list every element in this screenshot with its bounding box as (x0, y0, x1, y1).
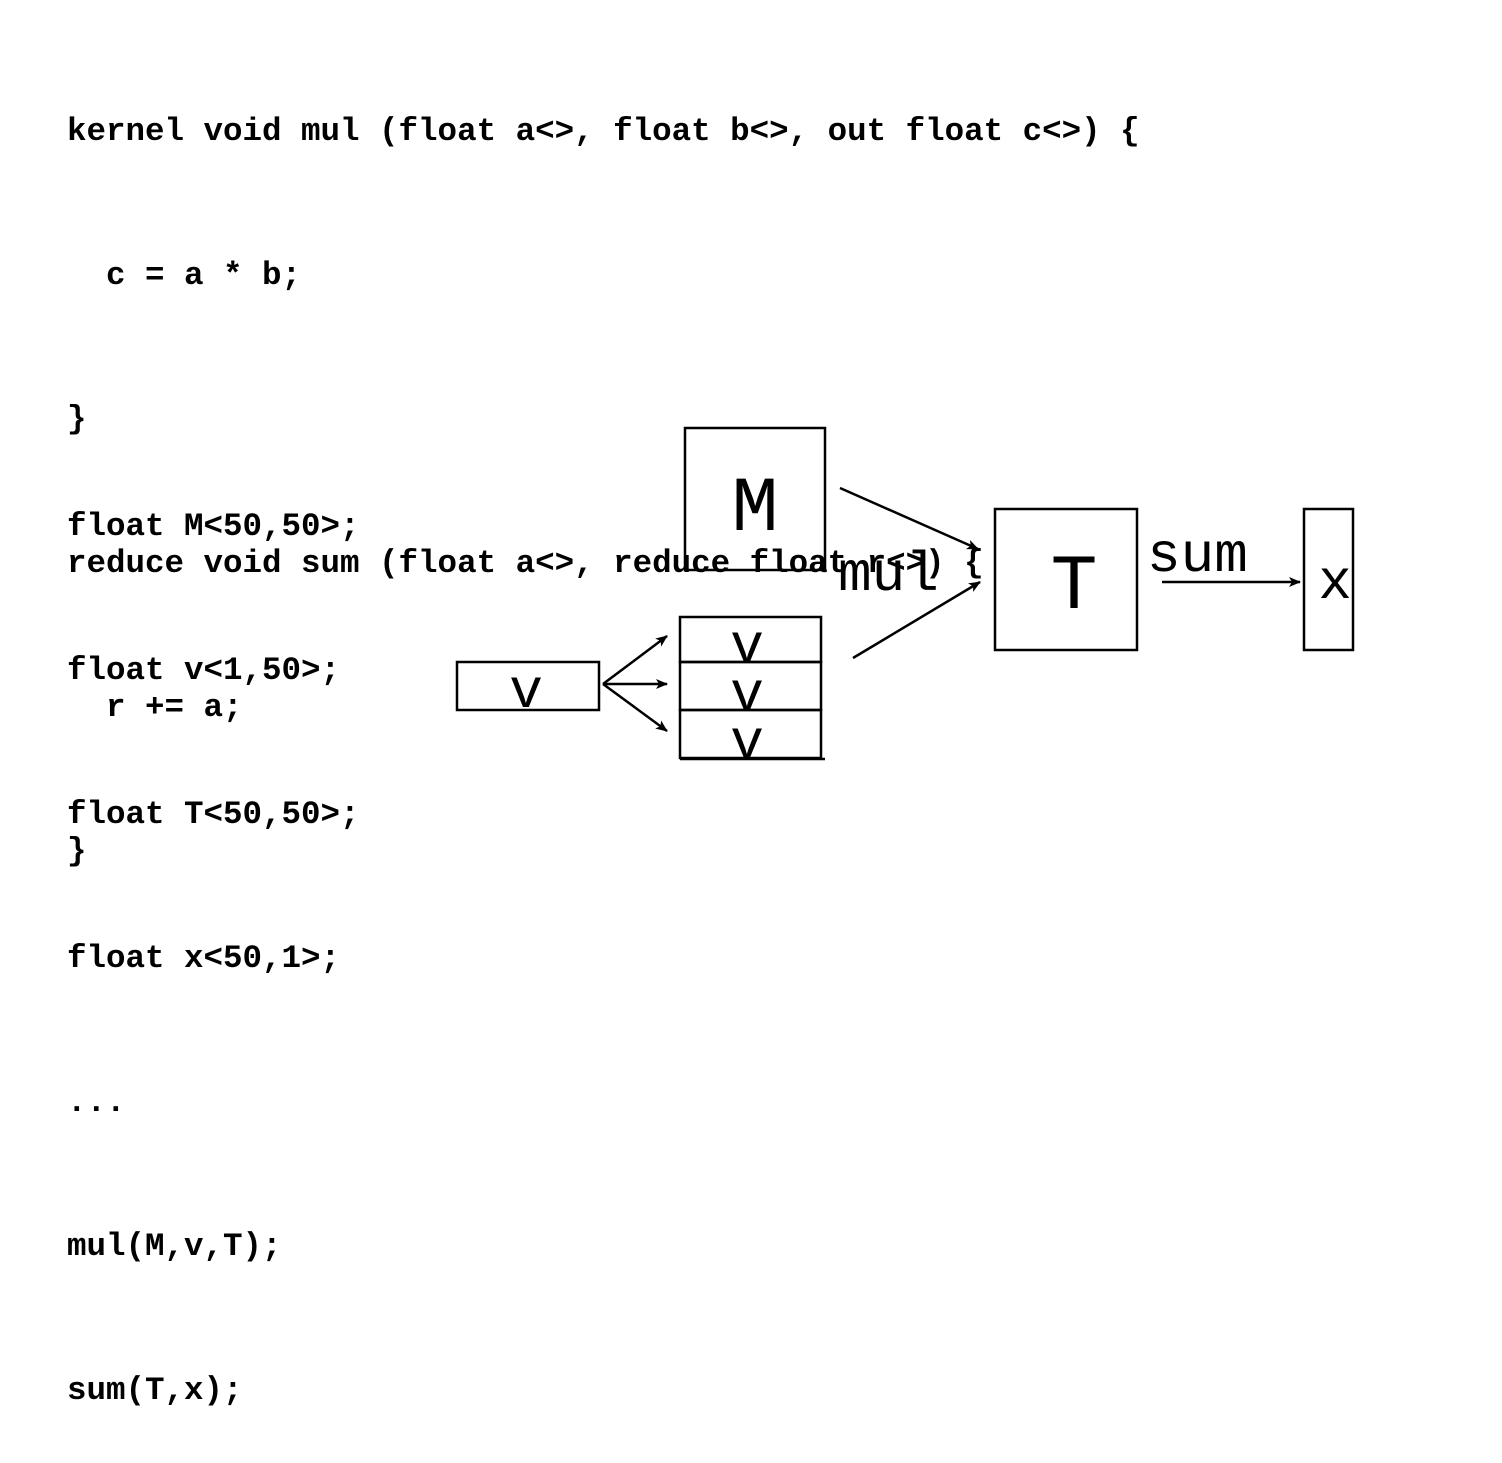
result-x-label: x (1318, 551, 1352, 615)
code-line: float v<1,50>; (67, 652, 341, 689)
matrix-T-box (993, 507, 1139, 652)
code-line: ... (67, 1084, 126, 1121)
vector-v-box (455, 660, 601, 712)
op-sum-label: sum (1147, 524, 1248, 588)
replicated-v-label: v (730, 663, 764, 727)
replicated-v-label: v (730, 711, 764, 775)
code-line: mul(M,v,T); (67, 1228, 282, 1265)
code-line: c = a * b; (67, 257, 302, 294)
code-line: float x<50,1>; (67, 940, 341, 977)
code-line: reduce void sum (float a<>, reduce float… (67, 545, 984, 582)
matrix-M-box (683, 426, 827, 572)
result-x-box (1302, 507, 1355, 652)
code-line: float T<50,50>; (67, 796, 360, 833)
arrow-v-down (602, 682, 668, 733)
code-line: } (67, 833, 87, 870)
code-line: kernel void mul (float a<>, float b<>, o… (67, 113, 1140, 150)
code-line: sum(T,x); (67, 1372, 243, 1409)
matrix-T-label: T (1051, 544, 1098, 632)
vector-v-label: v (509, 660, 543, 724)
replicated-v-label: v (730, 615, 764, 679)
matrix-M-label: M (732, 466, 779, 554)
dataflow-diagram: M T x v v v v mul sum (455, 426, 1355, 775)
arrow-M-to-T (839, 486, 979, 551)
arrow-v-up (602, 635, 668, 685)
op-mul-label: mul (838, 543, 939, 607)
arrow-v-to-T (852, 580, 981, 660)
kernel-code-block: kernel void mul (float a<>, float b<>, o… (67, 12, 1140, 924)
code-line: float M<50,50>; (67, 508, 360, 545)
code-line: } (67, 401, 87, 438)
code-line: r += a; (67, 689, 243, 726)
